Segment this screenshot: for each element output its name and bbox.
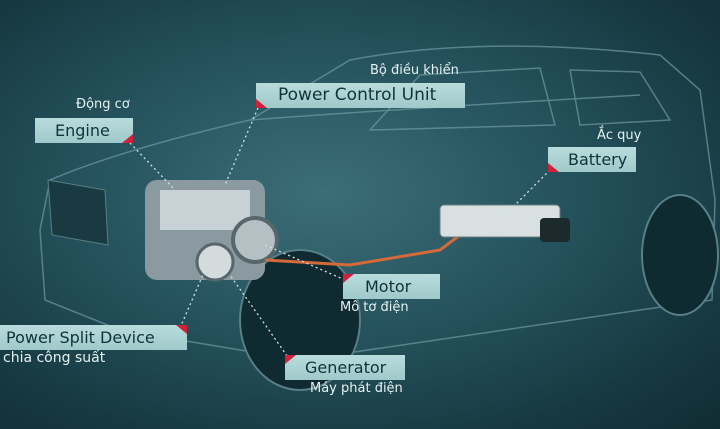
motor-marker bbox=[343, 274, 354, 283]
battery-vi-label: Ắc quy bbox=[597, 128, 642, 143]
motor-vi-label: Mô tơ điện bbox=[340, 300, 409, 315]
battery-marker bbox=[548, 163, 559, 172]
psd-marker bbox=[176, 325, 187, 334]
generator-label: Generator bbox=[285, 355, 405, 380]
psd-vi-label: chia công suất bbox=[3, 350, 106, 366]
motor-label: Motor bbox=[343, 274, 440, 299]
engine-marker bbox=[122, 134, 133, 143]
battery-pack bbox=[439, 204, 570, 242]
front-grille bbox=[47, 179, 109, 246]
car-window-rear bbox=[569, 69, 672, 126]
power-control-unit-label: Power Control Unit bbox=[256, 83, 465, 108]
power-cable bbox=[264, 233, 461, 267]
engine-assembly bbox=[145, 180, 279, 282]
battery-label: Battery bbox=[548, 147, 636, 172]
pcu-vi-label: Bộ điều khiển bbox=[370, 63, 459, 78]
rear-wheel bbox=[641, 194, 719, 316]
pcu-marker bbox=[256, 99, 267, 108]
engine-vi-label: Động cơ bbox=[76, 97, 130, 112]
generator-vi-label: Máy phát điện bbox=[310, 381, 403, 396]
engine-label: Engine bbox=[35, 118, 133, 143]
power-split-device-label: Power Split Device bbox=[0, 325, 187, 350]
generator-marker bbox=[285, 355, 296, 364]
car-body-outline bbox=[39, 45, 716, 361]
car-roof-line bbox=[249, 94, 641, 121]
